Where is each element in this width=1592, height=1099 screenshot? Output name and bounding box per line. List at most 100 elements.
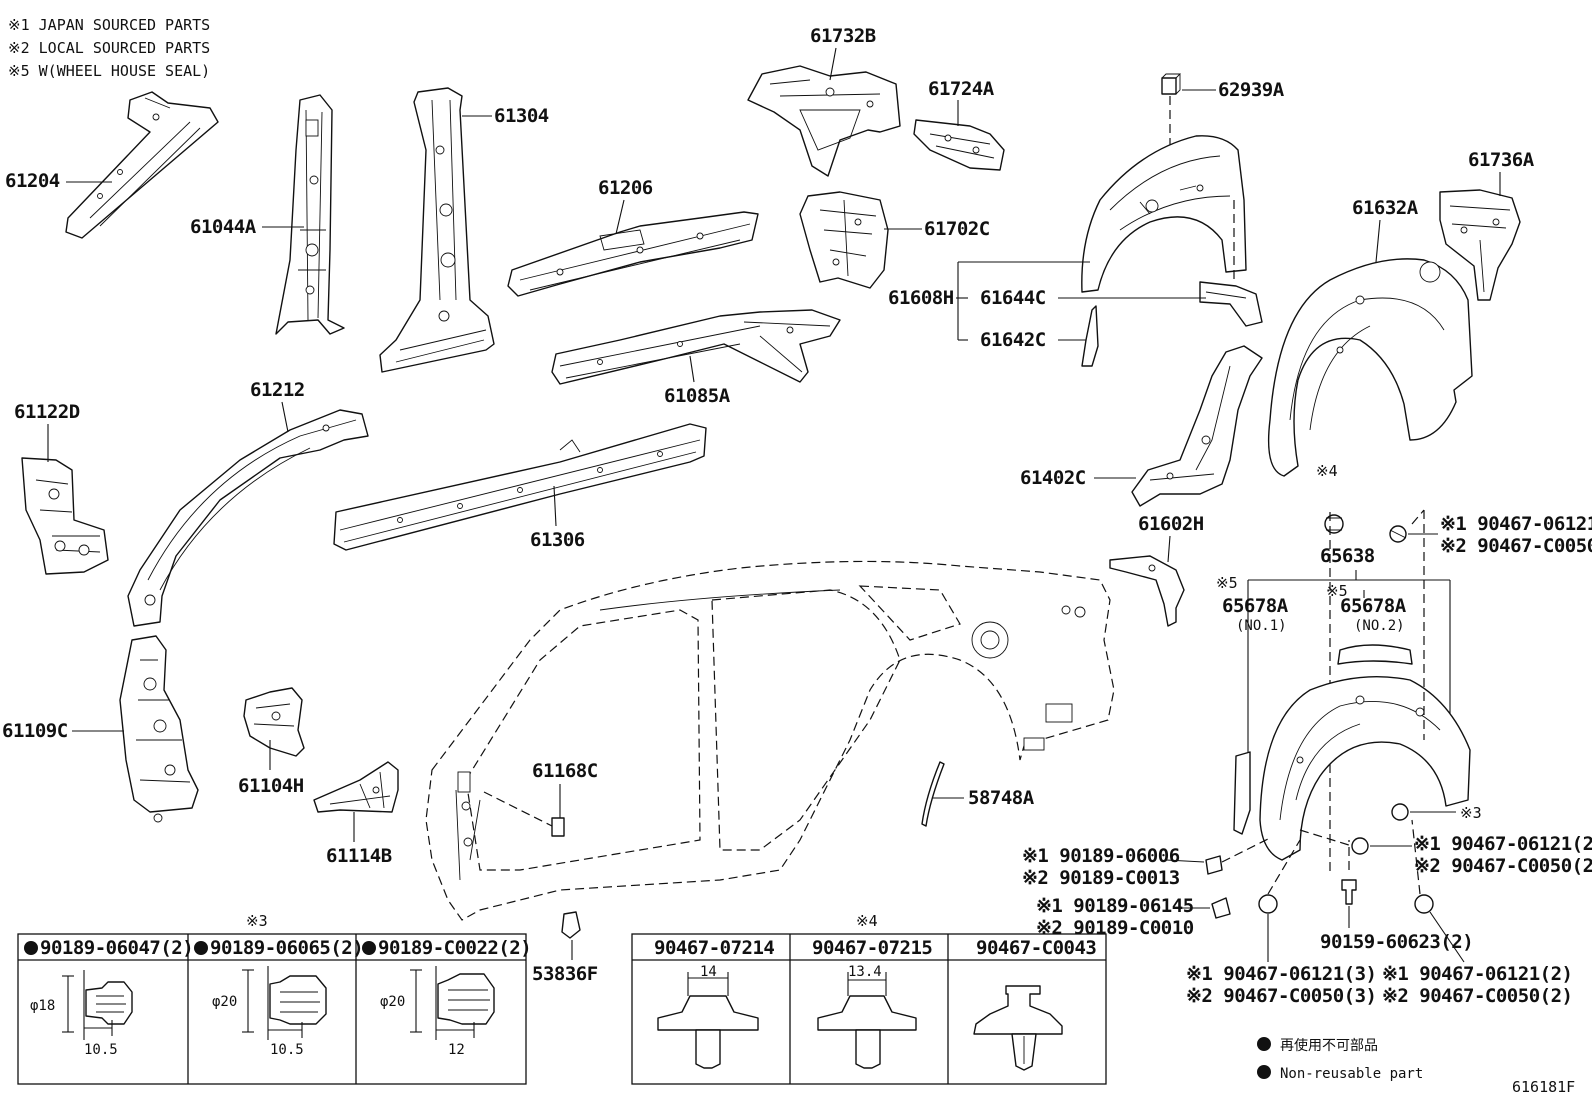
label-90189-C0010[interactable]: ※2 90189-C0010 xyxy=(1036,917,1194,939)
part-61702C-shape[interactable] xyxy=(799,191,889,289)
label-61304[interactable]: 61304 xyxy=(494,105,549,127)
part-61168C-shape[interactable] xyxy=(551,817,565,837)
label-65678A-no2-sub: (NO.2) xyxy=(1354,618,1405,634)
label-90189-06145[interactable]: ※1 90189-06145 xyxy=(1036,895,1194,917)
table-left-mark: ※3 xyxy=(246,912,268,930)
table-right-dim-2: 13.4 xyxy=(848,964,882,980)
part-62939A-shape[interactable] xyxy=(1161,73,1182,95)
clip-90467-right-top[interactable] xyxy=(1389,525,1407,543)
clip-right-mid[interactable] xyxy=(1351,837,1369,855)
legend-en: Non-reusable part xyxy=(1280,1066,1423,1082)
table-right-part-3[interactable]: 90467-C0043 xyxy=(976,937,1097,959)
label-65678A-no1[interactable]: 65678A xyxy=(1222,595,1289,617)
part-61642C-shape[interactable] xyxy=(1081,305,1099,367)
part-61104H-shape[interactable] xyxy=(243,687,305,757)
part-61204-shape[interactable] xyxy=(65,91,219,239)
label-90467-C0050-2-bottom[interactable]: ※2 90467-C0050(2) xyxy=(1382,985,1573,1007)
label-90189-C0013[interactable]: ※2 90189-C0013 xyxy=(1022,867,1180,889)
part-58748A-shape[interactable] xyxy=(921,761,945,827)
label-61602H[interactable]: 61602H xyxy=(1138,513,1204,535)
label-90467-C0050-top[interactable]: ※2 90467-C0050 xyxy=(1440,535,1592,557)
label-65678A-no2[interactable]: 65678A xyxy=(1340,595,1407,617)
label-61122D[interactable]: 61122D xyxy=(14,401,80,423)
table-left-part-2[interactable]: 90189-06065(2) xyxy=(210,937,364,959)
part-61306-shape[interactable] xyxy=(333,423,707,551)
table-right-part-2[interactable]: 90467-07215 xyxy=(812,937,933,959)
part-61736A-shape[interactable] xyxy=(1439,189,1521,301)
label-90467-06121-2-right[interactable]: ※1 90467-06121(2) xyxy=(1414,833,1592,855)
label-61306[interactable]: 61306 xyxy=(530,529,585,551)
table-right-mark: ※4 xyxy=(856,912,878,930)
part-61122D-shape[interactable] xyxy=(21,457,109,575)
label-62939A[interactable]: 62939A xyxy=(1218,79,1285,101)
table-left-len-1: 10.5 xyxy=(84,1042,118,1058)
label-61402C[interactable]: 61402C xyxy=(1020,467,1086,489)
part-61402C-shape[interactable] xyxy=(1131,345,1263,507)
table-right-part-1[interactable]: 90467-07214 xyxy=(654,937,775,959)
clip-90189-06006[interactable] xyxy=(1205,855,1223,875)
label-90467-C0050-3[interactable]: ※2 90467-C0050(3) xyxy=(1186,985,1377,1007)
label-58748A[interactable]: 58748A xyxy=(968,787,1035,809)
label-61044A[interactable]: 61044A xyxy=(190,216,257,238)
clip-90467-bottom-right[interactable] xyxy=(1414,894,1434,914)
label-61632A[interactable]: 61632A xyxy=(1352,197,1419,219)
label-61204[interactable]: 61204 xyxy=(5,170,60,192)
mark-4-top: ※4 xyxy=(1316,462,1338,480)
part-61109C-shape[interactable] xyxy=(119,635,199,823)
part-61212-shape[interactable] xyxy=(127,409,369,627)
part-53836F-shape[interactable] xyxy=(561,911,581,939)
label-90189-06006[interactable]: ※1 90189-06006 xyxy=(1022,845,1180,867)
label-61724A[interactable]: 61724A xyxy=(928,78,995,100)
fastener-drawing-1 xyxy=(62,970,133,1040)
table-left-dia-3: φ20 xyxy=(380,994,405,1010)
side-body-outer-panel xyxy=(425,560,1115,921)
part-61304-shape[interactable] xyxy=(379,87,495,373)
table-left-part-1[interactable]: 90189-06047(2) xyxy=(40,937,194,959)
label-90467-C0050-2-right[interactable]: ※2 90467-C0050(2) xyxy=(1414,855,1592,877)
label-61642C[interactable]: 61642C xyxy=(980,329,1046,351)
part-61732B-shape[interactable] xyxy=(747,65,901,177)
fastener-drawing-3 xyxy=(410,966,495,1040)
clip-90189-06145[interactable] xyxy=(1211,897,1231,919)
part-65678A-no2-shape[interactable] xyxy=(1337,644,1413,665)
label-90467-06121-top[interactable]: ※1 90467-06121 xyxy=(1440,513,1592,535)
part-61632A-shape[interactable] xyxy=(1267,258,1473,477)
label-61109C[interactable]: 61109C xyxy=(2,720,68,742)
label-61085A[interactable]: 61085A xyxy=(664,385,731,407)
label-65638[interactable]: 65638 xyxy=(1320,545,1375,567)
part-61085A-shape[interactable] xyxy=(551,309,841,385)
label-61206[interactable]: 61206 xyxy=(598,177,653,199)
part-61602H-shape[interactable] xyxy=(1109,555,1185,627)
label-61702C[interactable]: 61702C xyxy=(924,218,990,240)
label-61104H[interactable]: 61104H xyxy=(238,775,304,797)
label-90467-06121-2-bottom[interactable]: ※1 90467-06121(2) xyxy=(1382,963,1573,985)
label-61644C[interactable]: 61644C xyxy=(980,287,1046,309)
label-61114B[interactable]: 61114B xyxy=(326,845,392,867)
label-61736A[interactable]: 61736A xyxy=(1468,149,1535,171)
table-left-part-3[interactable]: 90189-C0022(2) xyxy=(378,937,532,959)
part-fender-liner[interactable] xyxy=(1259,675,1471,861)
screw-90159-60623[interactable] xyxy=(1341,879,1357,905)
table-right xyxy=(631,933,1107,1085)
part-65678A-no1-shape[interactable] xyxy=(1233,751,1251,835)
label-61608H[interactable]: 61608H xyxy=(888,287,954,309)
part-61608H-shape[interactable] xyxy=(1081,135,1247,293)
clip-drawing-3 xyxy=(973,985,1063,1071)
label-61732B[interactable]: 61732B xyxy=(810,25,876,47)
legend-jp: 再使用不可部品 xyxy=(1280,1037,1378,1054)
label-61212[interactable]: 61212 xyxy=(250,379,305,401)
part-61724A-shape[interactable] xyxy=(913,119,1005,171)
label-90467-06121-3[interactable]: ※1 90467-06121(3) xyxy=(1186,963,1377,985)
part-61644C-shape[interactable] xyxy=(1199,281,1263,327)
clip-65638[interactable] xyxy=(1324,514,1344,534)
part-61206-shape[interactable] xyxy=(507,211,759,297)
clip-right-mark3[interactable] xyxy=(1391,803,1409,821)
label-61168C[interactable]: 61168C xyxy=(532,760,598,782)
mark-3-right: ※3 xyxy=(1460,804,1482,822)
label-53836F[interactable]: 53836F xyxy=(532,963,598,985)
clip-90467-3[interactable] xyxy=(1258,894,1278,914)
part-61044A-shape[interactable] xyxy=(275,94,345,335)
part-61114B-shape[interactable] xyxy=(313,761,399,813)
label-90159-60623[interactable]: 90159-60623(2) xyxy=(1320,931,1474,953)
